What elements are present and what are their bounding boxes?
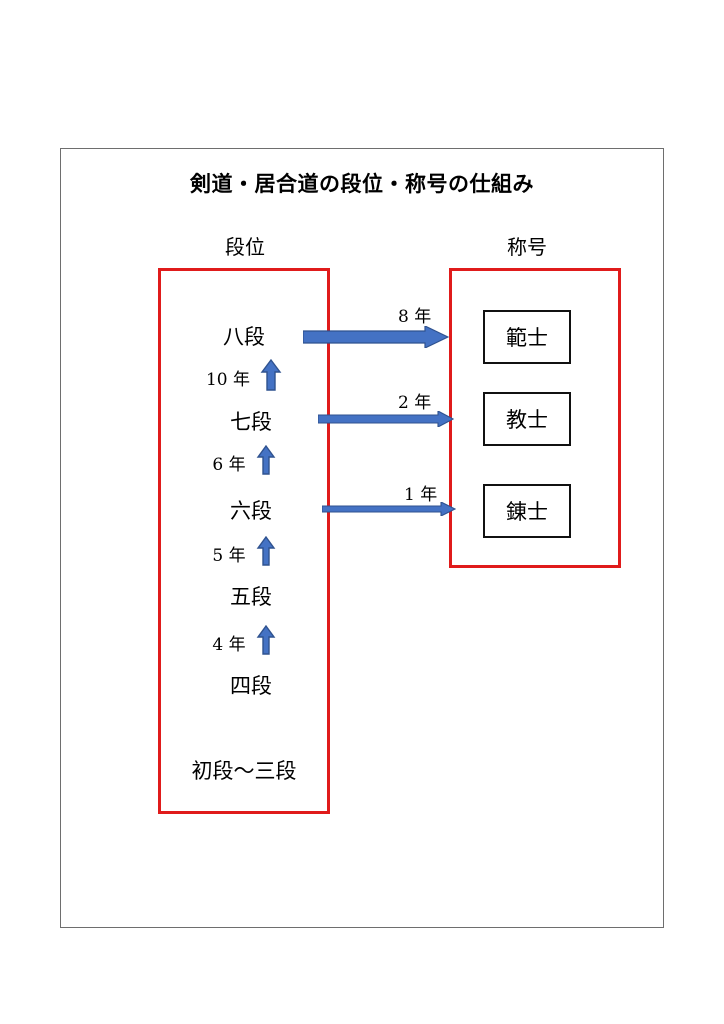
rank-label-6dan: 六段 (230, 499, 272, 523)
column-header-title: 称号 (507, 235, 547, 259)
promotion-arrow-renshi (321, 501, 457, 521)
rank-label-4dan: 四段 (230, 674, 272, 698)
promotion-arrow-hanshi (302, 325, 450, 353)
interval-4to5: 4 年 (158, 624, 330, 660)
rank-label-8dan: 八段 (223, 325, 265, 349)
promotion-years-renshi: 1 年 (404, 485, 438, 505)
promotion-years-kyoshi: 2 年 (398, 393, 432, 413)
rank-column-box (158, 268, 330, 814)
promotion-arrow-kyoshi (317, 410, 455, 432)
interval-years-4to5: 4 年 (212, 634, 246, 655)
page-title: 剣道・居合道の段位・称号の仕組み (190, 172, 534, 196)
interval-5to6: 5 年 (158, 535, 330, 571)
up-arrow-icon (256, 444, 276, 480)
title-box-renshi: 錬士 (483, 484, 571, 538)
rank-label-7dan: 七段 (230, 410, 272, 434)
up-arrow-icon (256, 535, 276, 571)
rank-label-1to3dan: 初段〜三段 (191, 759, 297, 783)
title-box-hanshi: 範士 (483, 310, 571, 364)
interval-7to8: 10 年 (158, 358, 330, 396)
title-box-kyoshi: 教士 (483, 392, 571, 446)
promotion-years-hanshi: 8 年 (398, 307, 432, 327)
interval-years-6to7: 6 年 (212, 454, 246, 475)
column-header-rank: 段位 (225, 235, 265, 259)
interval-years-5to6: 5 年 (212, 545, 246, 566)
interval-years-7to8: 10 年 (205, 369, 251, 390)
up-arrow-icon (260, 358, 282, 396)
up-arrow-icon (256, 624, 276, 660)
interval-6to7: 6 年 (158, 444, 330, 480)
rank-label-5dan: 五段 (230, 585, 272, 609)
